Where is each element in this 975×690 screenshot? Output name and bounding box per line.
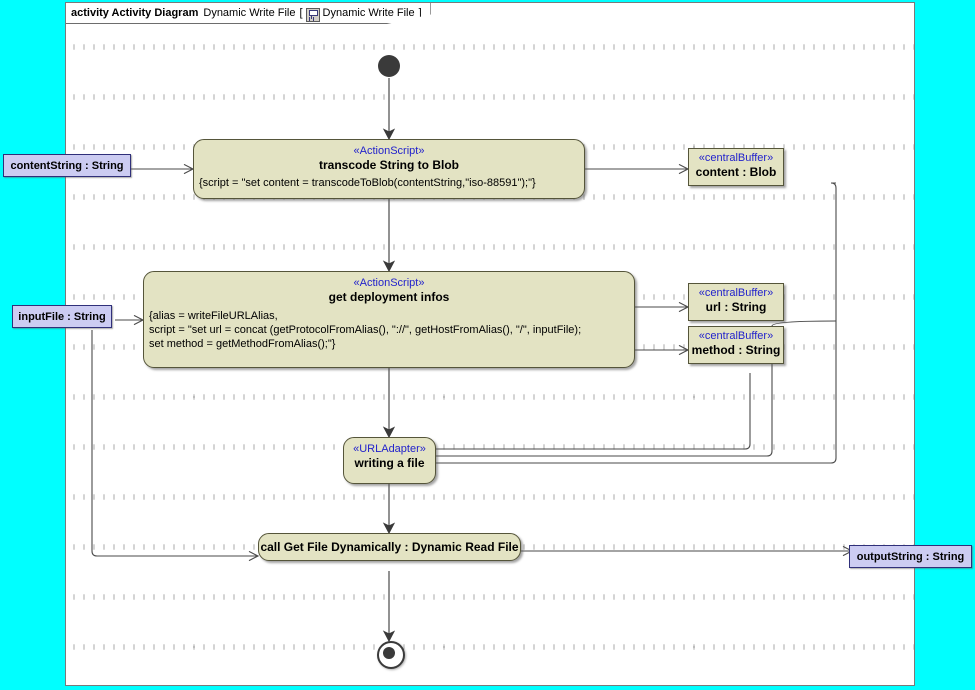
stereotype-actionscript: «ActionScript» <box>353 277 425 289</box>
parameter-label: contentString : String <box>10 159 124 172</box>
frame-name: Dynamic Write File <box>203 7 296 19</box>
stereotype-centralbuffer: «centralBuffer» <box>698 330 774 342</box>
action-title: writing a file <box>354 456 425 470</box>
central-buffer-content[interactable]: «centralBuffer» content : Blob <box>688 148 784 186</box>
activity-final-node[interactable] <box>377 641 405 669</box>
activity-diagram-frame: activity Activity Diagram Dynamic Write … <box>65 2 915 686</box>
call-action-title: call Get File Dynamically : Dynamic Read… <box>260 539 519 554</box>
frame-keyword: activity Activity Diagram <box>71 7 199 19</box>
action-title: transcode String to Blob <box>318 158 459 172</box>
stereotype-centralbuffer: «centralBuffer» <box>698 287 774 299</box>
buffer-label: url : String <box>705 300 767 314</box>
action-title: get deployment infos <box>328 290 450 304</box>
parameter-label: outputString : String <box>856 550 965 563</box>
frame-bracket-open: [ <box>299 7 303 19</box>
action-body-line-1: {alias = writeFileURLAlias, <box>149 310 278 322</box>
stereotype-centralbuffer: «centralBuffer» <box>698 152 774 164</box>
call-behavior-action-get-file-dynamically[interactable]: call Get File Dynamically : Dynamic Read… <box>258 533 521 561</box>
central-buffer-method[interactable]: «centralBuffer» method : String <box>688 326 784 364</box>
frame-title-tab: activity Activity Diagram Dynamic Write … <box>66 3 431 24</box>
action-body-line-2: script = "set url = concat (getProtocolF… <box>149 324 582 336</box>
stereotype-urladapter: «URLAdapter» <box>353 443 426 455</box>
buffer-label: content : Blob <box>695 165 777 179</box>
activity-diagram-icon <box>305 8 320 22</box>
activity-parameter-output-string[interactable]: outputString : String <box>849 545 972 568</box>
action-body-line-3: set method = getMethodFromAlias();"} <box>149 338 336 350</box>
frame-tab-label: Dynamic Write File <box>322 7 415 19</box>
central-buffer-url[interactable]: «centralBuffer» url : String <box>688 283 784 321</box>
action-writing-a-file[interactable]: «URLAdapter» writing a file <box>343 437 436 484</box>
activity-parameter-input-file[interactable]: inputFile : String <box>12 305 112 328</box>
action-body-script: {script = "set content = transcodeToBlob… <box>199 177 536 189</box>
initial-node[interactable] <box>378 55 400 77</box>
buffer-label: method : String <box>691 343 781 357</box>
parameter-label: inputFile : String <box>18 310 106 323</box>
activity-parameter-content-string[interactable]: contentString : String <box>3 154 131 177</box>
action-get-deployment-infos[interactable]: «ActionScript» get deployment infos {ali… <box>143 271 635 368</box>
action-transcode-string-to-blob[interactable]: «ActionScript» transcode String to Blob … <box>193 139 585 199</box>
stereotype-actionscript: «ActionScript» <box>353 145 425 157</box>
